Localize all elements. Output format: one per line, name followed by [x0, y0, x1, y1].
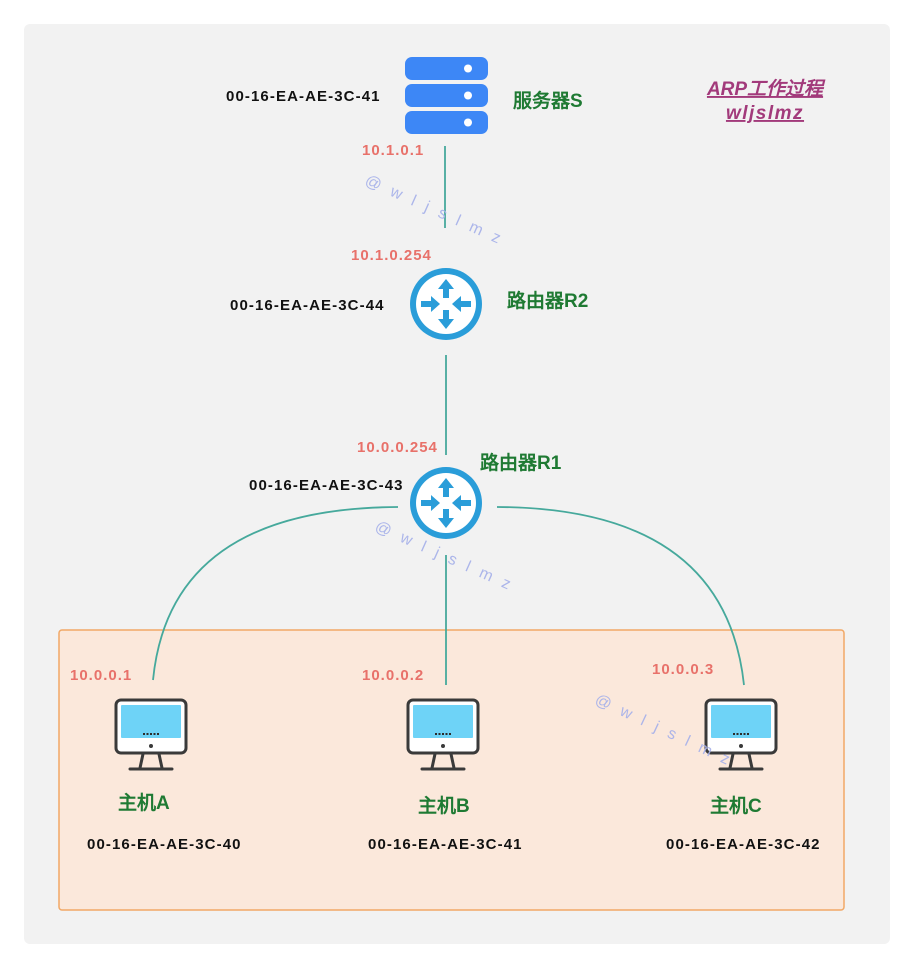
- router-arrow-up: [438, 279, 454, 298]
- host-b-monitor-icon: [406, 698, 480, 771]
- monitor-stand: [718, 752, 764, 771]
- host-c-monitor-icon: [704, 698, 778, 771]
- monitor-screen-dot: [733, 733, 735, 735]
- monitor-screen-dot: [747, 733, 749, 735]
- host-b-ip-label: 10.0.0.2: [362, 667, 424, 684]
- server-name-label: 服务器S: [513, 89, 583, 112]
- server-ip-label: 10.1.0.1: [362, 142, 424, 159]
- host-c-name-label: 主机C: [710, 795, 762, 817]
- monitor-power-dot: [149, 744, 153, 748]
- server-unit: [405, 57, 488, 80]
- router-r2-mac-label: 00-16-EA-AE-3C-44: [230, 297, 385, 314]
- router-arrow-right: [452, 495, 471, 511]
- monitor-screen: [711, 705, 771, 738]
- monitor-screen-dot: [150, 733, 152, 735]
- router-arrow-right: [452, 296, 471, 312]
- monitor-screen: [121, 705, 181, 738]
- server-mac-label: 00-16-EA-AE-3C-41: [226, 88, 381, 105]
- router-face: [416, 473, 476, 533]
- router-arrow-left: [421, 495, 440, 511]
- router-r2-icon: [410, 268, 482, 340]
- host-a-mac-label: 00-16-EA-AE-3C-40: [87, 836, 242, 853]
- server-unit: [405, 111, 488, 134]
- router-r1-mac-label: 00-16-EA-AE-3C-43: [249, 477, 404, 494]
- link-r1-host-c: [496, 506, 745, 686]
- host-c-mac-label: 00-16-EA-AE-3C-42: [666, 836, 821, 853]
- router-arrow-down: [438, 509, 454, 528]
- monitor-screen-dot: [146, 733, 149, 735]
- host-b-name-label: 主机B: [418, 795, 470, 817]
- router-r1-icon: [410, 467, 482, 539]
- link-r1-host-a: [152, 506, 399, 681]
- diagram-subtitle: wljslmz: [726, 103, 804, 124]
- server-led: [464, 118, 472, 127]
- server-icon: [405, 57, 488, 134]
- router-r2-name-label: 路由器R2: [507, 289, 588, 312]
- host-a-name-label: 主机A: [118, 792, 170, 814]
- monitor-screen-dot: [449, 733, 451, 735]
- router-arrow-down: [438, 310, 454, 329]
- server-led: [464, 91, 472, 100]
- router-r1-name-label: 路由器R1: [480, 451, 562, 474]
- host-a-ip-label: 10.0.0.1: [70, 667, 132, 684]
- monitor-screen-dot: [143, 733, 145, 735]
- router-arrow-left: [421, 296, 440, 312]
- monitor-stand: [420, 752, 466, 771]
- router-r2-ip-label: 10.1.0.254: [351, 247, 432, 264]
- monitor-screen-dot: [442, 733, 444, 735]
- monitor-screen-dot: [435, 733, 437, 735]
- server-led: [464, 64, 472, 73]
- diagram-title: ARP工作过程: [706, 78, 826, 100]
- host-b-mac-label: 00-16-EA-AE-3C-41: [368, 836, 523, 853]
- monitor-screen-dot: [743, 733, 746, 735]
- host-c-ip-label: 10.0.0.3: [652, 661, 714, 678]
- host-a-monitor-icon: [114, 698, 188, 771]
- monitor-screen: [413, 705, 473, 738]
- monitor-screen-dot: [736, 733, 739, 735]
- router-face: [416, 274, 476, 334]
- monitor-power-dot: [441, 744, 445, 748]
- monitor-screen-dot: [740, 733, 742, 735]
- monitor-stand: [128, 752, 174, 771]
- router-arrow-up: [438, 478, 454, 497]
- server-unit: [405, 84, 488, 107]
- monitor-screen-dot: [438, 733, 441, 735]
- router-r1-ip-label: 10.0.0.254: [357, 439, 438, 456]
- monitor-power-dot: [739, 744, 743, 748]
- monitor-screen-dot: [445, 733, 448, 735]
- monitor-screen-dot: [157, 733, 159, 735]
- monitor-screen-dot: [153, 733, 156, 735]
